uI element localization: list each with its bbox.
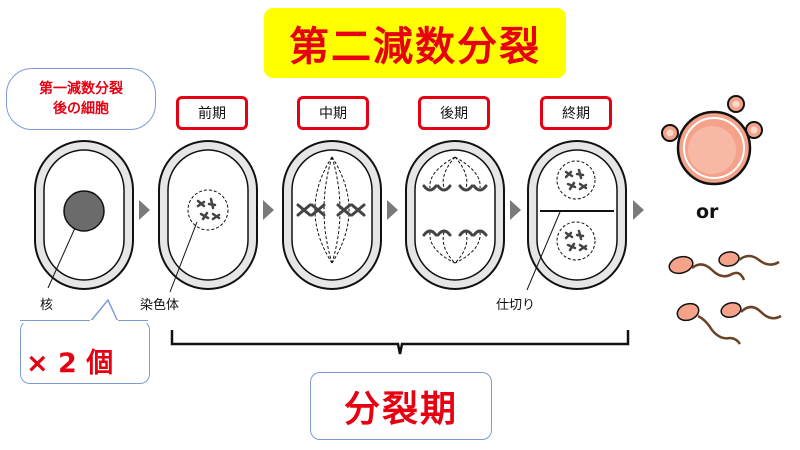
arrow-right-icon [387,200,398,220]
nucleus [63,190,105,232]
cell-anaphase [405,140,505,290]
chromosome-pointer [169,221,198,293]
division-phase-text: 分裂期 [343,389,458,430]
partition-pointer [526,211,561,291]
cell-telophase [526,140,627,291]
chromosome-label: 染色体 [140,298,180,313]
times-two-text: × 2 個 [26,348,114,379]
phase-label-text: 終期 [562,106,590,122]
division-phase-box: 分裂期 [310,372,492,440]
arrow-right-icon [510,200,521,220]
phase-label-text: 中期 [319,106,347,122]
times-callout-tail [89,298,119,323]
callout-line-2: 後の細胞 [53,101,109,117]
title-text: 第二減数分裂 [289,24,541,70]
callout-line-1: 第一減数分裂 [39,81,123,97]
or-text: or [696,201,719,223]
arrow-right-icon [263,200,274,220]
egg-cell-icon [661,95,763,186]
division-phase-bracket [170,330,630,355]
partition-label: 仕切り [496,298,536,313]
nucleus-pointer [47,227,76,289]
arrow-right-icon [139,200,150,220]
nucleus-label: 核 [40,298,54,313]
cell-prophase [158,140,258,293]
phase-label-text: 後期 [440,106,468,122]
source-cell-callout: 第一減数分裂 後の細胞 [6,68,156,130]
phase-label-telophase: 終期 [540,96,612,130]
times-callout-top-right [118,320,148,321]
title-banner: 第二減数分裂 [264,8,566,78]
sperm-cell-icon [668,251,782,345]
phase-label-text: 前期 [198,106,226,122]
cell-initial [34,140,134,290]
arrow-right-icon [633,200,644,220]
times-callout-top-left [20,320,90,321]
times-two-callout [20,320,150,384]
cell-metaphase [282,140,382,290]
phase-label-metaphase: 中期 [297,96,369,130]
phase-label-prophase: 前期 [176,96,248,130]
phase-label-anaphase: 後期 [418,96,490,130]
